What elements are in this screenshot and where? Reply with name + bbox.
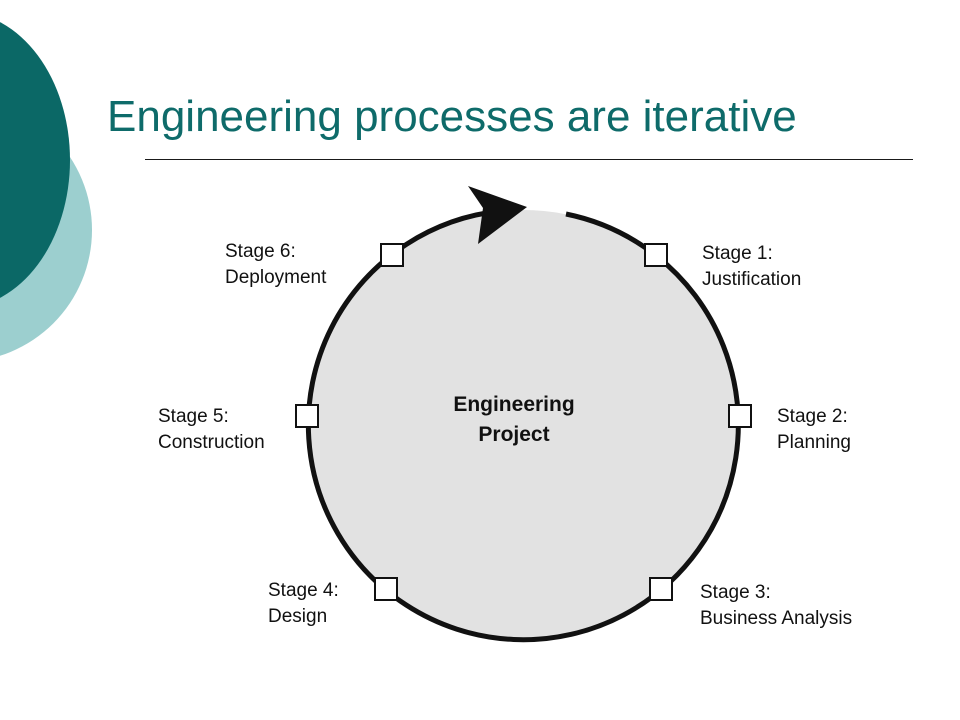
stage-1-marker	[644, 243, 668, 267]
stage-4-name: Design	[268, 606, 328, 627]
stage-6-marker	[380, 243, 404, 267]
stage-3-marker	[649, 577, 673, 601]
stage-1-number: Stage 1:	[702, 243, 773, 264]
stage-3-name: Business Analysis	[700, 608, 853, 629]
cycle-circle-outline	[305, 208, 741, 643]
stage-2-number: Stage 2:	[777, 406, 848, 427]
stage-5-name: Construction	[158, 432, 265, 453]
stage-4-number: Stage 4:	[268, 580, 339, 601]
stage-6-label: Stage 6: Deployment	[225, 239, 326, 291]
stage-6-number: Stage 6:	[225, 241, 296, 262]
dark-teal-circle-decor	[0, 22, 70, 298]
stage-1-name: Justification	[702, 269, 802, 290]
stage-6-name: Deployment	[225, 267, 327, 288]
stage-3-label: Stage 3: Business Analysis	[700, 580, 852, 632]
stage-2-name: Planning	[777, 432, 851, 453]
stage-4-marker	[374, 577, 398, 601]
center-label-line1: Engineering	[453, 393, 575, 416]
title-divider	[145, 159, 913, 160]
stage-5-label: Stage 5: Construction	[158, 404, 265, 456]
cycle-arrow-icon	[468, 186, 527, 244]
stage-1-label: Stage 1: Justification	[702, 241, 801, 293]
center-label: Engineering Project	[424, 390, 604, 450]
cycle-circle-fill	[308, 210, 738, 640]
stage-5-number: Stage 5:	[158, 406, 229, 427]
stage-2-label: Stage 2: Planning	[777, 404, 851, 456]
stage-5-marker	[295, 404, 319, 428]
stage-3-number: Stage 3:	[700, 582, 771, 603]
stage-2-marker	[728, 404, 752, 428]
center-label-line2: Project	[478, 423, 550, 446]
stage-4-label: Stage 4: Design	[268, 578, 339, 630]
slide-title: Engineering processes are iterative	[107, 92, 797, 141]
